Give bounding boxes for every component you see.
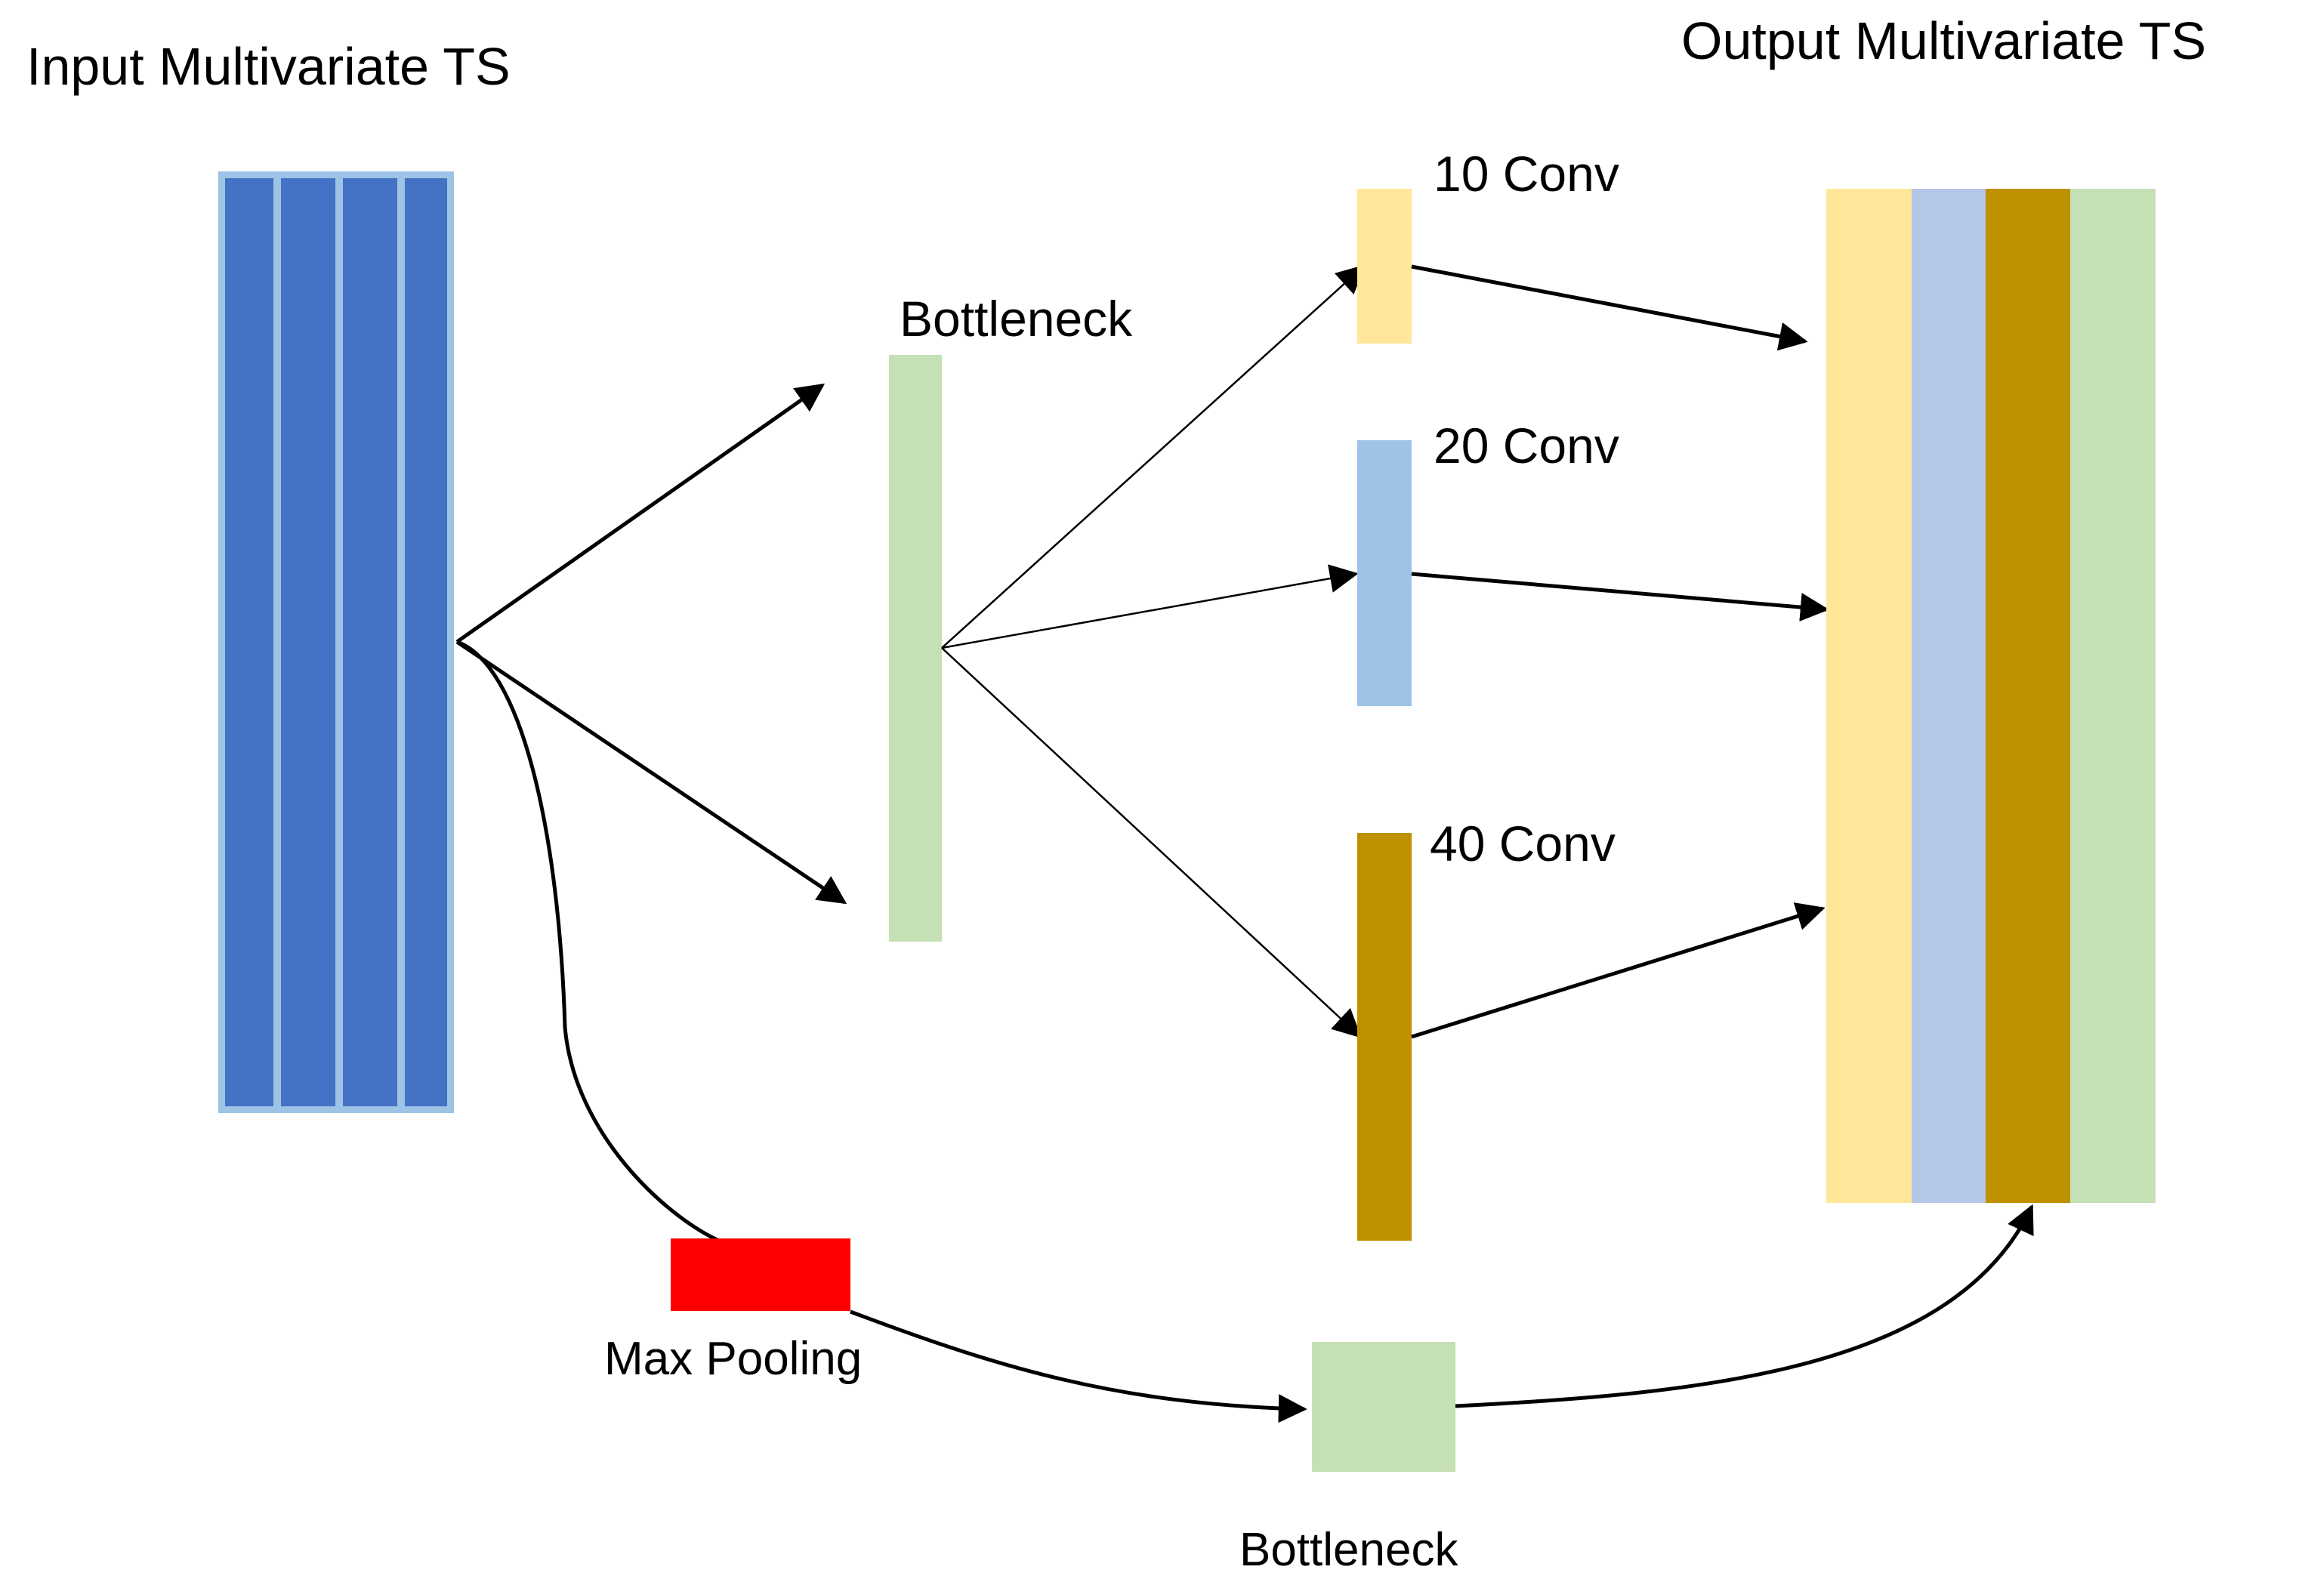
arrow-bottleneck-to-conv20 <box>941 564 1359 649</box>
conv10-bar <box>1357 189 1412 344</box>
curve-input-to-maxpool <box>456 640 721 1243</box>
input-title: Input Multivariate TS <box>26 37 511 96</box>
conv20-label: 20 Conv <box>1434 418 1619 473</box>
input-channel-2 <box>281 178 335 1106</box>
output-channel-conv10 <box>1826 189 1912 1203</box>
curve-bottleneck-to-output <box>1455 1204 2034 1408</box>
bottleneck-top-bar <box>889 355 942 942</box>
conv10-label: 10 Conv <box>1434 146 1619 202</box>
arrow-conv20-to-output <box>1411 572 1829 622</box>
arrow-conv10-to-output <box>1411 264 1808 351</box>
arrow-conv40-to-output <box>1411 902 1826 1039</box>
output-title: Output Multivariate TS <box>1681 11 2206 70</box>
output-channel-conv40 <box>1986 189 2070 1203</box>
conv20-bar <box>1357 440 1412 706</box>
input-channel-4 <box>405 178 447 1106</box>
output-channel-conv20 <box>1912 189 1986 1203</box>
input-channel-1 <box>225 178 273 1106</box>
curve-maxpool-to-bottleneck <box>850 1309 1307 1423</box>
bottleneck-bottom-block <box>1312 1342 1455 1472</box>
max-pooling-label: Max Pooling <box>604 1333 862 1385</box>
conv40-label: 40 Conv <box>1430 816 1616 871</box>
conv40-bar <box>1357 833 1412 1241</box>
arrow-bottleneck-to-conv10 <box>941 264 1366 649</box>
bottleneck-top-label: Bottleneck <box>900 291 1133 347</box>
input-channel-3 <box>343 178 397 1106</box>
output-channel-maxpool <box>2070 189 2156 1203</box>
arrow-input-to-bottleneck-lower <box>455 640 847 905</box>
arrow-bottleneck-to-conv40 <box>941 647 1362 1038</box>
max-pooling-block <box>671 1238 850 1311</box>
arrow-input-to-bottleneck-upper <box>455 383 826 644</box>
input-block <box>218 171 454 1113</box>
bottleneck-bottom-label: Bottleneck <box>1239 1524 1459 1576</box>
output-block <box>1826 189 2156 1203</box>
